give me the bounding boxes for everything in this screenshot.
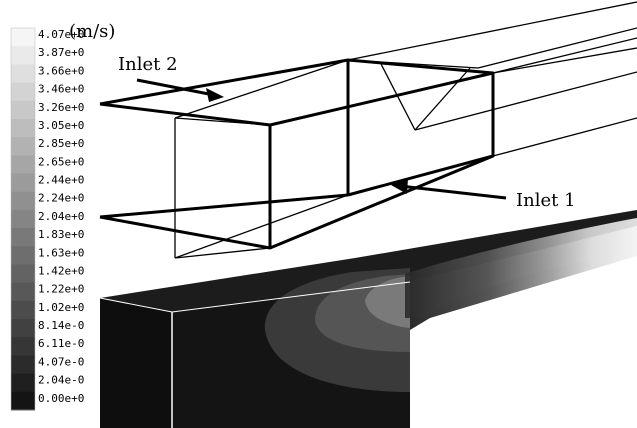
legend-swatch xyxy=(11,373,35,393)
inlet-2-arrow-head xyxy=(206,88,224,102)
legend-tick-label: 1.02e+0 xyxy=(38,301,84,314)
legend-swatch xyxy=(11,46,35,65)
legend-tick-label: 1.83e+0 xyxy=(38,228,84,241)
legend-swatch xyxy=(11,118,35,138)
legend-tick-label: 4.07e+0 xyxy=(38,28,84,41)
legend-swatch xyxy=(11,228,35,247)
wireframe-thick-edges xyxy=(99,58,495,250)
inlet-2-label: Inlet 2 xyxy=(118,54,178,75)
legend-swatch xyxy=(11,64,35,84)
inlet-1-arrow-head xyxy=(391,178,408,194)
inlet-2-arrow-shaft xyxy=(136,78,215,97)
legend-tick-label: 0.00e+0 xyxy=(38,392,84,405)
duct-edge-white-3 xyxy=(171,281,411,313)
duct-edge-white-2 xyxy=(99,297,173,313)
legend-tick-label: 2.04e+0 xyxy=(38,210,84,223)
legend-swatch xyxy=(11,264,35,284)
legend-swatches xyxy=(10,27,36,411)
wireframe-thin-edges xyxy=(174,1,637,259)
color-legend: 4.07e+0 3.87e+0 3.66e+0 3.46e+0 3.26e+0 3.05e… xyxy=(10,21,115,411)
legend-swatch xyxy=(11,137,35,156)
legend-swatch xyxy=(11,282,35,302)
legend-swatch xyxy=(11,28,35,47)
annotation-inlet-2: Inlet 2 xyxy=(118,54,224,102)
legend-tick-label: 2.24e+0 xyxy=(38,192,84,205)
legend-tick-label: 3.05e+0 xyxy=(38,119,84,132)
contour-level-3 xyxy=(365,276,410,328)
legend-tick-label: 2.44e+0 xyxy=(38,174,84,187)
legend-swatch xyxy=(11,391,35,411)
legend-tick-label: 1.63e+0 xyxy=(38,246,84,259)
legend-tick-label: 3.46e+0 xyxy=(38,83,84,96)
legend-tick-labels: 4.07e+0 3.87e+0 3.66e+0 3.46e+0 3.26e+0 3.05e… xyxy=(38,28,84,405)
legend-swatch xyxy=(11,191,35,211)
legend-swatch xyxy=(11,300,35,320)
legend-swatch xyxy=(11,246,35,265)
contour-duct xyxy=(99,210,637,428)
legend-tick-label: 3.87e+0 xyxy=(38,46,84,59)
legend-tick-label: 4.07e-0 xyxy=(38,355,84,368)
legend-tick-label: 3.66e+0 xyxy=(38,64,84,77)
inlet-1-arrow-shaft xyxy=(399,184,507,200)
wireframe-geometry xyxy=(99,1,637,259)
legend-tick-label: 1.22e+0 xyxy=(38,283,84,296)
legend-swatch xyxy=(11,355,35,375)
legend-frame xyxy=(10,27,36,411)
legend-tick-label: 3.26e+0 xyxy=(38,101,84,114)
duct-top-face xyxy=(100,210,637,312)
legend-swatch xyxy=(11,209,35,229)
legend-tick-label: 2.04e-0 xyxy=(38,374,84,387)
inlet-1-label: Inlet 1 xyxy=(516,190,576,211)
legend-tick-label: 8.14e-0 xyxy=(38,319,84,332)
legend-tick-label: 2.65e+0 xyxy=(38,155,84,168)
duct-left-face xyxy=(100,298,172,428)
legend-swatch xyxy=(11,82,35,102)
legend-swatch xyxy=(11,337,35,356)
legend-swatch xyxy=(11,319,35,338)
legend-swatch xyxy=(11,155,35,175)
legend-unit-label: (m/s) xyxy=(69,21,115,42)
contour-jet xyxy=(405,218,637,318)
legend-swatch xyxy=(11,100,35,120)
legend-swatch xyxy=(11,173,35,193)
annotation-inlet-1: Inlet 1 xyxy=(391,178,576,211)
legend-tick-label: 6.11e-0 xyxy=(38,337,84,350)
legend-tick-label: 1.42e+0 xyxy=(38,264,84,277)
legend-tick-label: 2.85e+0 xyxy=(38,137,84,150)
